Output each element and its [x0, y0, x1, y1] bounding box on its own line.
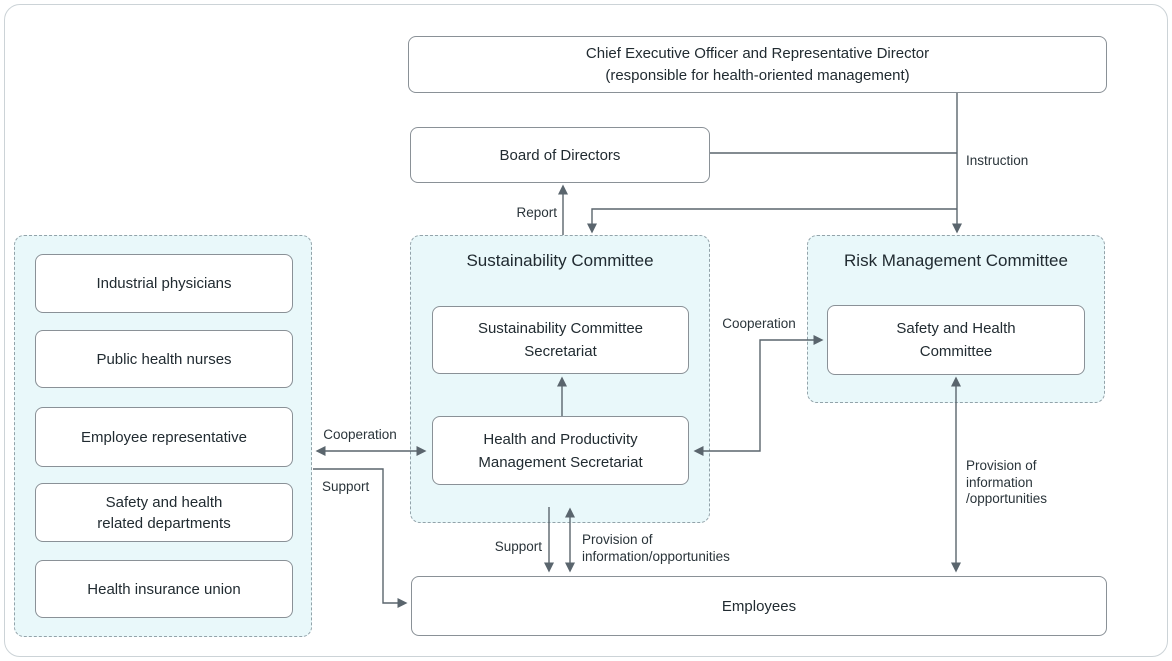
advisor-item-label: Health insurance union: [87, 580, 241, 598]
board-of-directors-box: Board of Directors: [410, 127, 710, 183]
advisor-item-industrial-physicians: Industrial physicians: [35, 254, 293, 313]
sustainability-secretariat-line1: Sustainability Committee: [477, 320, 644, 337]
sustainability-secretariat-line2: Secretariat: [524, 343, 597, 360]
instruction-label: Instruction: [966, 153, 1029, 168]
ceo-box-line2: (responsible for health-oriented managem…: [605, 66, 910, 84]
report-label: Report: [516, 205, 557, 220]
provision-right-line2: information: [966, 474, 1033, 490]
advisor-item-employee-representative: Employee representative: [35, 407, 293, 467]
advisor-item-safety-health-departments: Safety and health related departments: [35, 483, 293, 542]
advisor-item-label-line2: related departments: [97, 514, 231, 532]
employees-label: Employees: [721, 597, 797, 615]
risk-panel-title: Risk Management Committee: [807, 248, 1105, 274]
ceo-box-line1: Chief Executive Officer and Representati…: [585, 44, 930, 62]
provision-right-label: Provision of information /opportunities: [966, 458, 1047, 508]
provision-bottom-label: Provision of information/opportunities: [582, 532, 730, 565]
sustainability-title-line1: Sustainability: [466, 251, 567, 270]
health-productivity-line1: Health and Productivity: [483, 430, 638, 448]
cooperation-mid-arrow: [693, 335, 824, 456]
cooperation-mid-label: Cooperation: [722, 316, 796, 331]
safety-health-line2: Committee: [919, 343, 993, 360]
advisor-item-public-health-nurses: Public health nurses: [35, 330, 293, 388]
employees-box: Employees: [411, 576, 1107, 636]
safety-health-committee-box: Safety and Health Committee: [827, 305, 1085, 375]
risk-title-line1: Risk Management: [844, 251, 982, 270]
sustainability-secretariat-box: Sustainability Committee Secretariat: [432, 306, 689, 374]
support-bottom-label: Support: [494, 539, 542, 554]
safety-health-line1: Safety and Health: [896, 320, 1016, 337]
cooperation-left-label: Cooperation: [323, 427, 397, 442]
support-left-label: Support: [322, 479, 370, 494]
health-productivity-secretariat-box: Health and Productivity Management Secre…: [432, 416, 689, 485]
advisor-item-label: Public health nurses: [96, 350, 232, 368]
health-productivity-line2: Management Secretariat: [478, 453, 643, 471]
provision-right-line3: /opportunities: [966, 491, 1048, 506]
board-of-directors-label: Board of Directors: [499, 146, 621, 164]
ceo-box: Chief Executive Officer and Representati…: [408, 36, 1107, 93]
provision-bottom-line2: information/opportunities: [582, 548, 730, 564]
risk-title-line2: Committee: [985, 251, 1068, 270]
sustainability-panel-title: Sustainability Committee: [410, 248, 710, 274]
support-left-arrow: [313, 468, 408, 608]
advisor-item-label-line1: Safety and health: [105, 493, 223, 511]
advisor-item-health-insurance-union: Health insurance union: [35, 560, 293, 618]
advisor-item-label: Industrial physicians: [96, 275, 232, 292]
sustainability-title-line2: Committee: [571, 251, 654, 270]
provision-right-line1: Provision of: [966, 458, 1037, 473]
advisor-item-label: Employee representative: [81, 428, 247, 446]
provision-bottom-line1: Provision of: [582, 532, 653, 547]
instruction-branch-line: [587, 208, 957, 234]
